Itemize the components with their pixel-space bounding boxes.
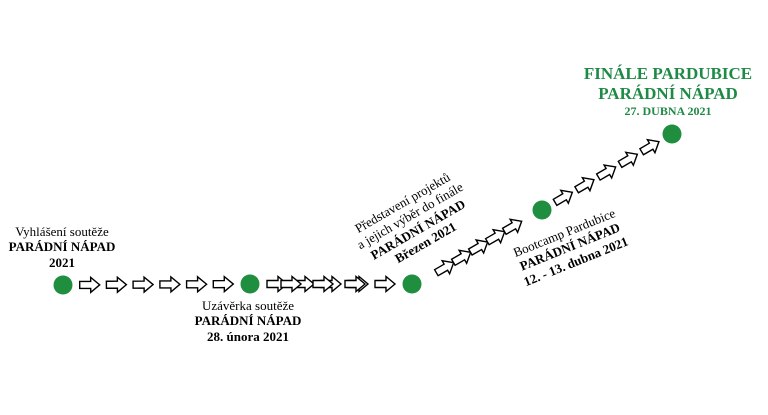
arrow-connector-15	[638, 138, 660, 156]
arrow-connector-23	[501, 218, 523, 236]
arrow-connectors	[78, 138, 660, 294]
arrow-connector-14	[617, 151, 639, 169]
arrow-connector-16	[280, 275, 303, 293]
arrow-connector-19	[433, 259, 455, 277]
milestone-start-date: 2021	[49, 254, 75, 270]
arrow-connector-0	[78, 275, 101, 294]
arrow-connector-10	[374, 275, 397, 293]
milestone-node-presentation	[402, 274, 422, 294]
arrow-connector-5	[212, 275, 235, 294]
milestone-final-date: 27. DUBNA 2021	[624, 104, 712, 119]
milestone-node-start	[53, 275, 73, 295]
milestone-deadline-label: Uzávěrka soutěže PARÁDNÍ NÁPAD 28. února…	[178, 298, 318, 344]
milestone-deadline-date: 28. února 2021	[207, 328, 289, 344]
arrow-connector-1	[105, 275, 128, 294]
arrow-connector-13	[595, 164, 617, 182]
milestone-start-brand: PARÁDNÍ NÁPAD	[8, 239, 116, 255]
arrow-connector-22	[484, 228, 506, 246]
milestone-final-brand: PARÁDNÍ NÁPAD	[598, 84, 738, 104]
milestone-node-bootcamp	[532, 200, 552, 220]
milestone-node-deadline	[240, 274, 260, 294]
arrow-connector-2	[132, 275, 155, 294]
milestone-start-title: Vyhlášení soutěže	[15, 224, 109, 239]
milestone-deadline-title: Uzávěrka soutěže	[201, 298, 295, 313]
arrow-connector-12	[573, 176, 595, 194]
arrow-connector-4	[185, 275, 208, 294]
milestone-final-title: FINÁLE PARDUBICE	[583, 64, 753, 83]
milestone-final-label: FINÁLE PARDUBICE PARÁDNÍ NÁPAD 27. DUBNA…	[568, 64, 768, 118]
arrow-connector-17	[312, 275, 335, 293]
arrow-connector-20	[450, 249, 472, 267]
milestone-nodes	[53, 124, 682, 295]
arrow-connector-21	[467, 239, 489, 256]
arrow-connector-18	[344, 275, 367, 293]
arrow-connector-11	[552, 189, 574, 207]
milestone-deadline-brand: PARÁDNÍ NÁPAD	[194, 313, 302, 329]
milestone-node-final	[662, 124, 682, 144]
arrow-connector-3	[159, 275, 181, 294]
milestone-start-label: Vyhlášení soutěže PARÁDNÍ NÁPAD 2021	[2, 224, 122, 270]
